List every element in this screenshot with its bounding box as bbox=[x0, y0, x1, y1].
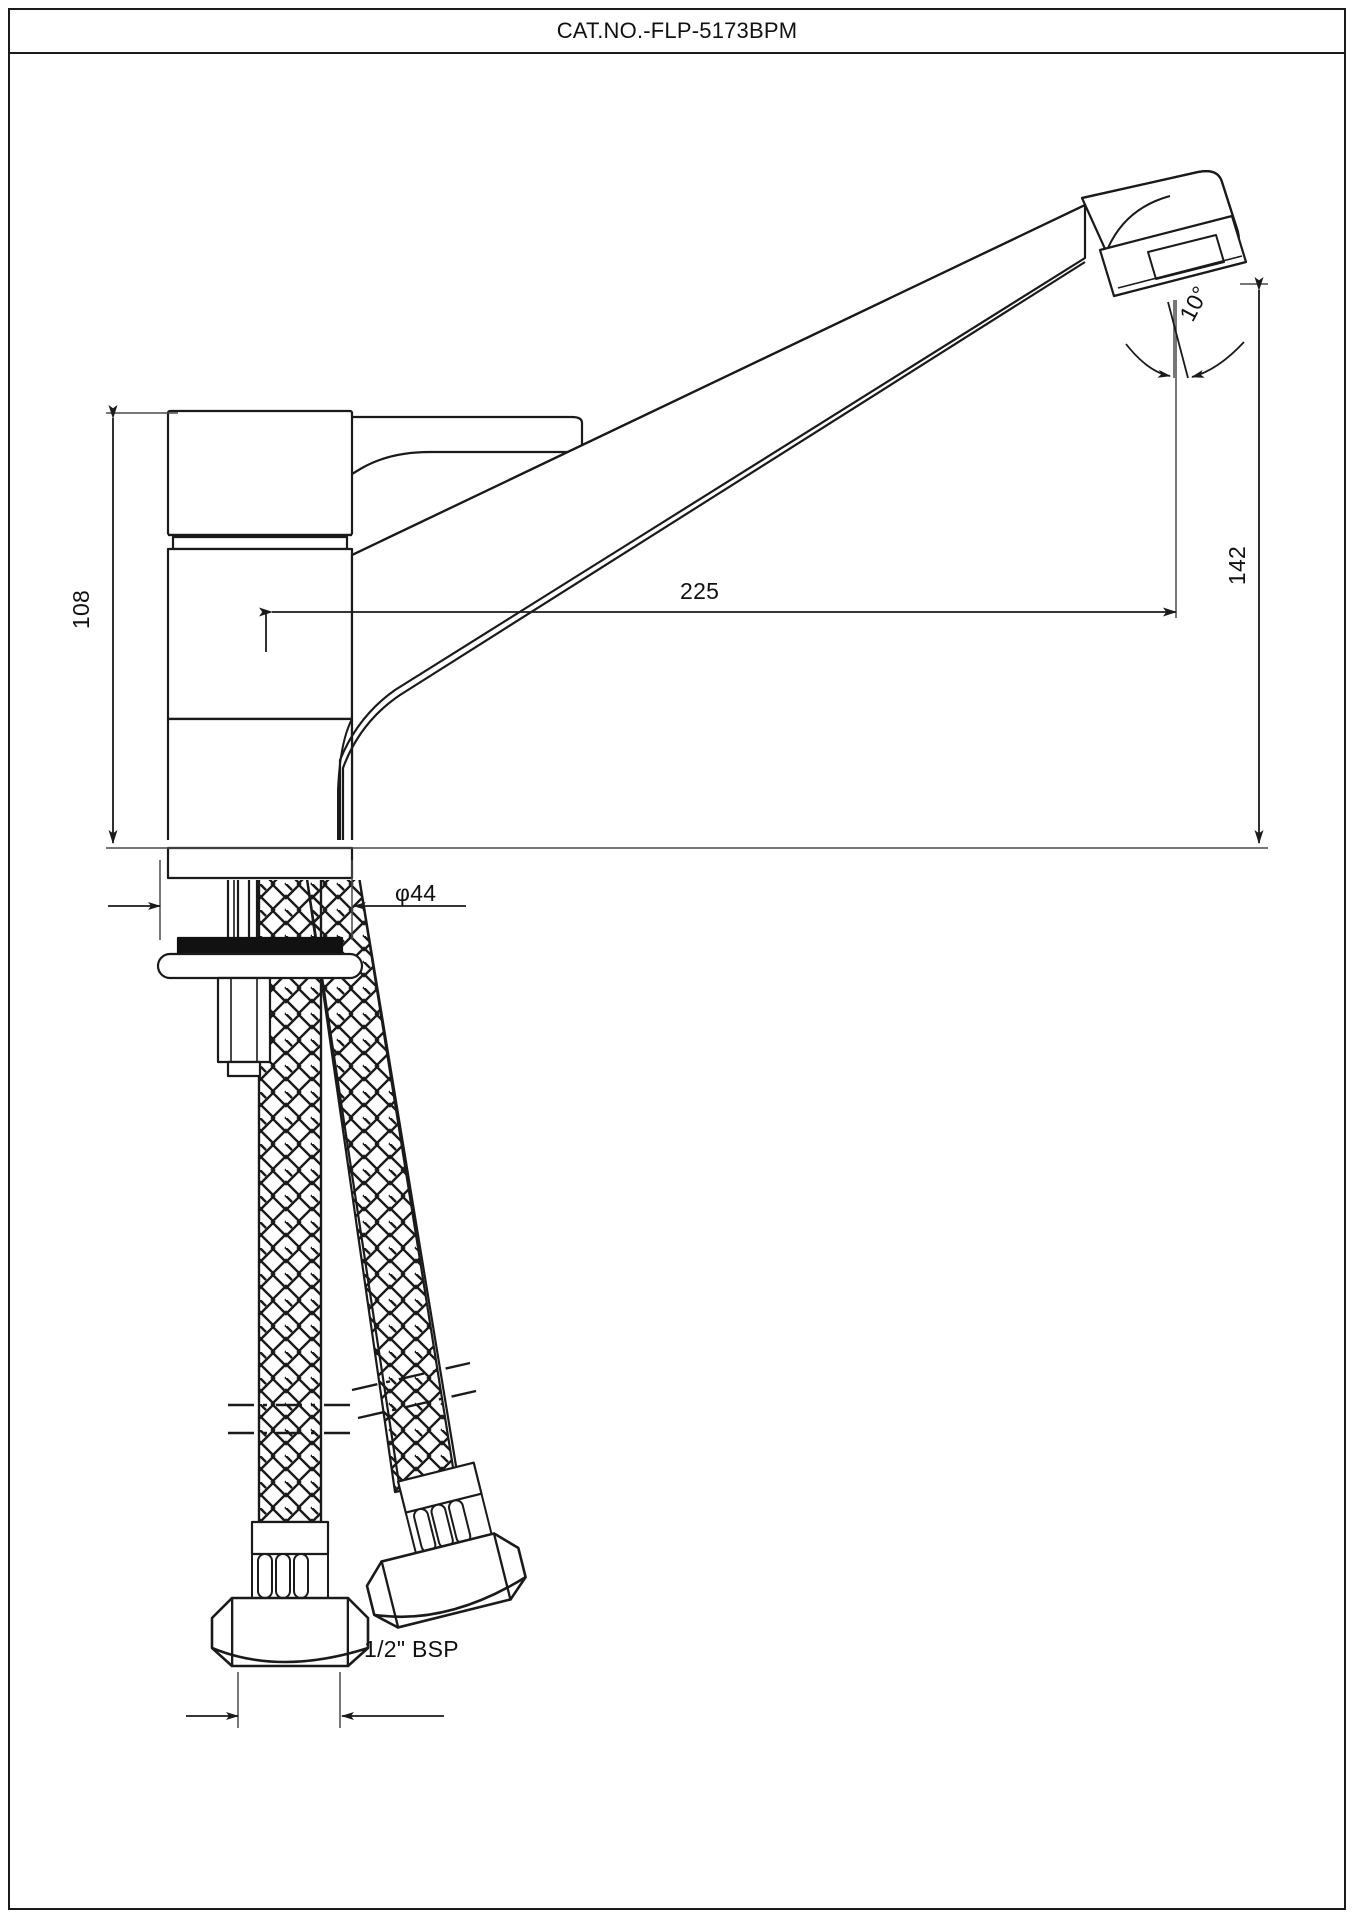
lock-nut bbox=[216, 976, 272, 1078]
dimension-label-225: 225 bbox=[680, 578, 720, 604]
hose-ferrule-left bbox=[250, 1520, 330, 1599]
body-shell bbox=[166, 547, 354, 850]
dimension-angle-10 bbox=[1125, 300, 1245, 379]
catalog-number-title: CAT.NO.-FLP-5173BPM bbox=[556, 18, 798, 43]
hex-coupling-nut-left bbox=[210, 1596, 370, 1668]
cartridge-cap bbox=[166, 409, 354, 537]
dimension-225 bbox=[259, 300, 1177, 652]
title-block: CAT.NO.-FLP-5173BPM bbox=[10, 10, 1344, 54]
dimension-bsp bbox=[186, 1672, 444, 1728]
sheet-border bbox=[8, 8, 1346, 1910]
dimension-108 bbox=[106, 405, 300, 849]
mounting-washer bbox=[156, 952, 364, 980]
dimension-label-142: 142 bbox=[1224, 545, 1251, 586]
dimension-142 bbox=[300, 277, 1268, 849]
break-line-left bbox=[228, 1403, 352, 1435]
hex-coupling-nut-right bbox=[365, 1532, 527, 1629]
dimension-label-phi44: φ44 bbox=[395, 880, 437, 906]
dimension-phi44 bbox=[108, 860, 466, 940]
dimension-label-108: 108 bbox=[68, 589, 95, 630]
break-line-right bbox=[351, 1361, 477, 1420]
hose-ferrule-right bbox=[396, 1461, 494, 1556]
swivel-spout bbox=[337, 203, 1087, 850]
aerator-outlet bbox=[1080, 170, 1248, 298]
cap-collar bbox=[171, 535, 349, 551]
mounting-flange-top bbox=[166, 846, 354, 880]
rubber-gasket bbox=[176, 936, 344, 956]
dimension-label-bsp: 1/2" BSP bbox=[364, 1636, 459, 1662]
